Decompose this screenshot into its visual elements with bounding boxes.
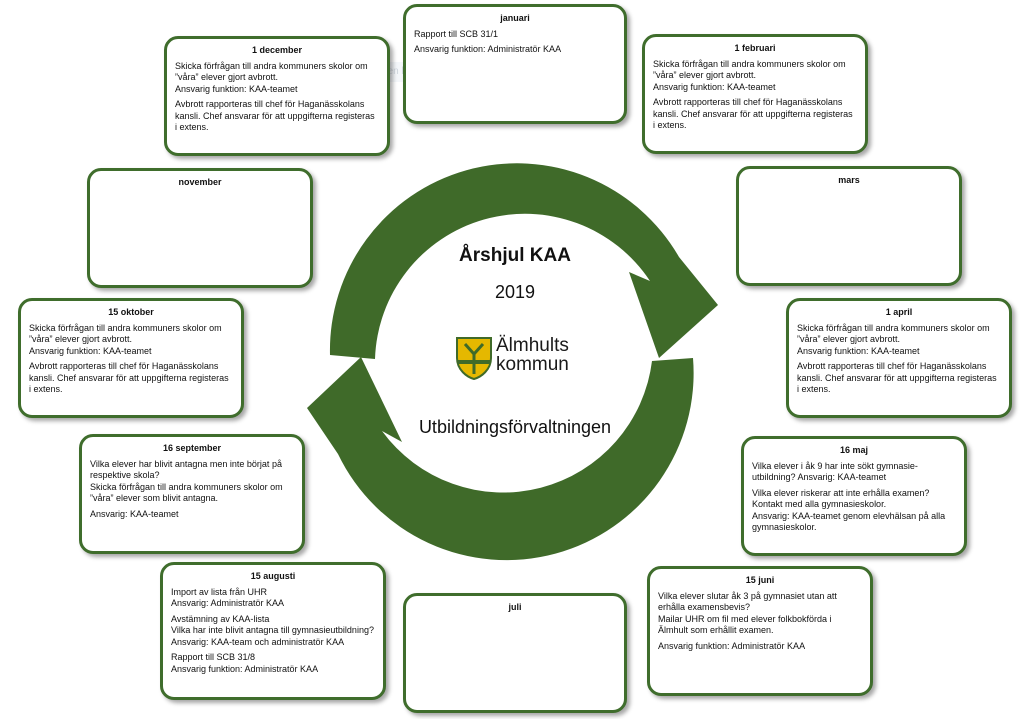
department-name: Utbildningsförvaltningen <box>418 417 612 437</box>
month-note: Skicka förfrågan till andra kommuners sk… <box>29 322 222 356</box>
month-note: Rapport till SCB 31/8 Ansvarig funktion:… <box>171 652 319 674</box>
diagram-title: Årshjul KAA <box>459 245 571 266</box>
month-title: 15 oktober <box>108 307 154 317</box>
box-mars: mars <box>736 166 962 286</box>
month-notes: Skicka förfrågan till andra kommuners sk… <box>797 323 1001 396</box>
box-oktober: 15 oktober Skicka förfrågan till andra k… <box>18 298 244 418</box>
month-notes: Import av lista från UHR Ansvarig: Admin… <box>171 587 375 676</box>
month-note: Ansvarig funktion: Administratör KAA <box>658 640 806 651</box>
box-augusti: 15 augusti Import av lista från UHR Ansv… <box>160 562 386 700</box>
month-title: 1 februari <box>734 43 776 53</box>
month-note: Avbrott rapporteras till chef för Haganä… <box>29 361 229 394</box>
month-title: juli <box>508 602 522 612</box>
diagram-year: 2019 <box>494 282 536 302</box>
month-notes: Skicka förfrågan till andra kommuners sk… <box>653 59 857 132</box>
box-juli: juli <box>403 593 627 713</box>
month-note: Vilka elever riskerar att inte erhålla e… <box>752 487 946 533</box>
month-note: Avstämning av KAA-lista Vilka har inte b… <box>171 613 374 647</box>
month-title: 16 september <box>162 443 222 453</box>
month-title: 1 april <box>885 307 913 317</box>
month-note: Avbrott rapporteras till chef för Haganä… <box>653 97 853 130</box>
box-februari: 1 februari Skicka förfrågan till andra k… <box>642 34 868 154</box>
month-notes: Skicka förfrågan till andra kommuners sk… <box>175 61 379 134</box>
month-notes: Skicka förfrågan till andra kommuners sk… <box>29 323 233 396</box>
almhult-coat-of-arms-icon <box>456 337 492 380</box>
month-notes: Vilka elever i åk 9 har inte sökt gymnas… <box>752 461 956 534</box>
month-title: 16 maj <box>839 445 869 455</box>
month-title: november <box>178 177 222 187</box>
month-notes: Vilka elever slutar åk 3 på gymnasiet ut… <box>658 591 862 653</box>
month-note: Ansvarig: KAA-teamet <box>90 508 179 519</box>
month-title: 1 december <box>251 45 303 55</box>
month-note: Vilka elever i åk 9 har inte sökt gymnas… <box>752 460 918 483</box>
logo-text: Älmhults kommun <box>496 336 569 374</box>
box-december: 1 december Skicka förfrågan till andra k… <box>164 36 390 156</box>
month-note: Avbrott rapporteras till chef för Haganä… <box>175 99 375 132</box>
month-note: Skicka förfrågan till andra kommuners sk… <box>797 322 990 356</box>
box-april: 1 april Skicka förfrågan till andra komm… <box>786 298 1012 418</box>
month-note: Vilka elever slutar åk 3 på gymnasiet ut… <box>658 590 837 636</box>
month-title: mars <box>838 175 860 185</box>
month-notes: Vilka elever har blivit antagna men inte… <box>90 459 294 521</box>
month-title: 15 augusti <box>250 571 296 581</box>
wheel-arrow-bottom <box>307 357 694 561</box>
box-november: november <box>87 168 313 288</box>
month-note: Skicka förfrågan till andra kommuners sk… <box>175 60 368 94</box>
month-title: januari <box>500 13 530 23</box>
wheel-arrow-top <box>329 163 718 359</box>
box-maj: 16 maj Vilka elever i åk 9 har inte sökt… <box>741 436 967 556</box>
month-note: Import av lista från UHR Ansvarig: Admin… <box>171 586 285 609</box>
logo-line-2: kommun <box>496 354 569 375</box>
logo-line-1: Älmhults <box>496 335 569 356</box>
month-note: Vilka elever har blivit antagna men inte… <box>90 458 283 504</box>
month-note: Rapport till SCB 31/1 <box>414 28 499 39</box>
box-juni: 15 juni Vilka elever slutar åk 3 på gymn… <box>647 566 873 696</box>
box-september: 16 september Vilka elever har blivit ant… <box>79 434 305 554</box>
month-note: Skicka förfrågan till andra kommuners sk… <box>653 58 846 92</box>
month-note: Avbrott rapporteras till chef för Haganä… <box>797 361 997 394</box>
month-note: Ansvarig funktion: Administratör KAA <box>414 44 562 54</box>
month-title: 15 juni <box>745 575 775 585</box>
